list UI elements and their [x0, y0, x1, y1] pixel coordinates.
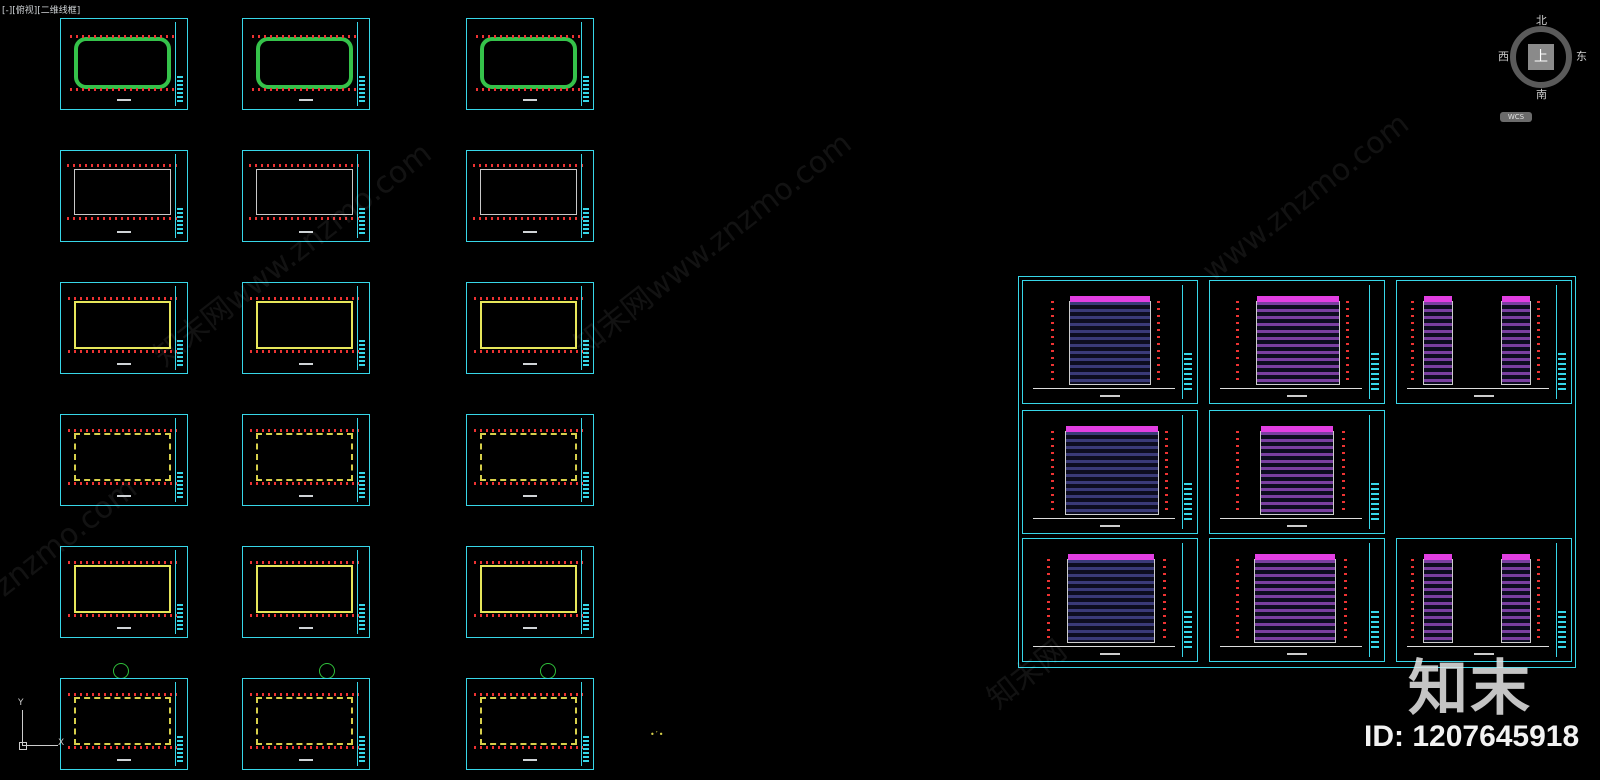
plan-sheet[interactable]: [466, 546, 594, 638]
compass-north[interactable]: 北: [1536, 14, 1547, 27]
plan-sheet[interactable]: [466, 678, 594, 770]
plan-sheet[interactable]: [242, 18, 370, 110]
wcs-menu-button[interactable]: WCS: [1500, 112, 1532, 122]
plan-sheet[interactable]: [242, 546, 370, 638]
elevation-sheet[interactable]: [1022, 410, 1198, 534]
stray-marker: •᾿•: [650, 730, 664, 739]
brand-logo: 知末: [1408, 654, 1532, 724]
elevation-sheet[interactable]: [1022, 538, 1198, 662]
elevation-sheet[interactable]: [1022, 280, 1198, 404]
compass-east[interactable]: 东: [1576, 50, 1587, 63]
plan-sheet[interactable]: [466, 282, 594, 374]
plan-sheet[interactable]: [466, 18, 594, 110]
circle-marker[interactable]: [113, 663, 129, 679]
plan-sheet[interactable]: [242, 150, 370, 242]
elevation-sheet[interactable]: [1209, 410, 1385, 534]
elevation-sheet[interactable]: [1396, 280, 1572, 404]
elevation-frame: [1018, 276, 1576, 668]
elevation-sheet[interactable]: [1209, 538, 1385, 662]
id-label: ID: 1207645918: [1364, 720, 1580, 753]
viewport-label[interactable]: [-][俯视][二维线框]: [2, 6, 81, 16]
plan-sheet[interactable]: [60, 150, 188, 242]
plan-sheet[interactable]: [60, 414, 188, 506]
circle-marker[interactable]: [540, 663, 556, 679]
viewcube[interactable]: 上 北 南 东 西: [1498, 14, 1590, 106]
plan-sheet[interactable]: [242, 282, 370, 374]
ucs-icon: Y X: [12, 698, 65, 750]
compass-west[interactable]: 西: [1498, 50, 1509, 63]
plan-sheet[interactable]: [60, 18, 188, 110]
plan-sheet[interactable]: [466, 150, 594, 242]
elevation-sheet[interactable]: [1396, 538, 1572, 662]
viewcube-top-face[interactable]: 上: [1528, 44, 1554, 70]
plan-sheet[interactable]: [60, 282, 188, 374]
ucs-x-label: X: [58, 738, 65, 748]
plan-sheet[interactable]: [60, 678, 188, 770]
compass-south[interactable]: 南: [1536, 88, 1547, 101]
circle-marker[interactable]: [319, 663, 335, 679]
plan-sheet[interactable]: [242, 414, 370, 506]
plan-sheet[interactable]: [60, 546, 188, 638]
watermark: www.znzmo.com: [1195, 106, 1416, 289]
plan-sheet[interactable]: [242, 678, 370, 770]
elevation-sheet[interactable]: [1209, 280, 1385, 404]
compass-ring[interactable]: [1510, 26, 1572, 88]
watermark: 知末网www.znzmo.com: [567, 125, 859, 364]
plan-sheet[interactable]: [466, 414, 594, 506]
ucs-y-label: Y: [18, 698, 24, 708]
